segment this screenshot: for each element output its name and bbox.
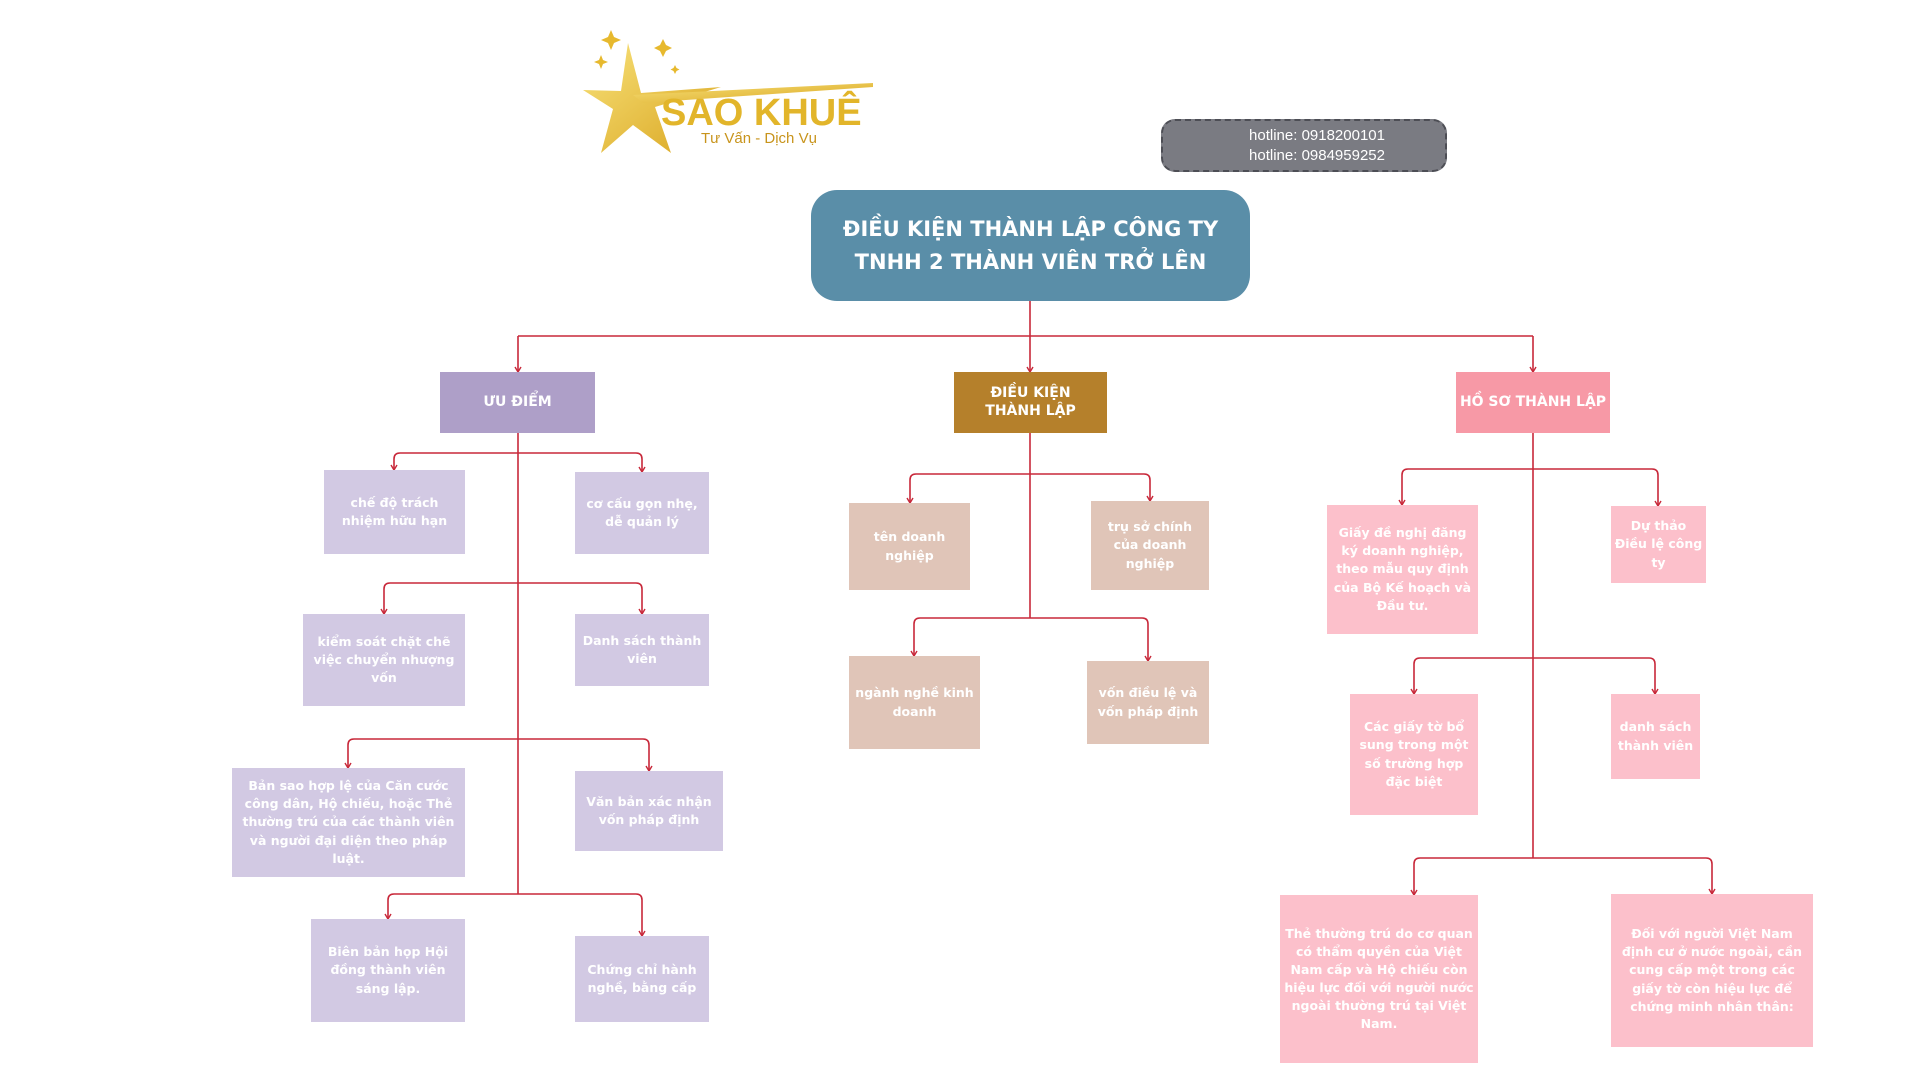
uu-diem-item: cơ cấu gọn nhẹ, dễ quản lý bbox=[575, 472, 709, 554]
dieu-kien-item: vốn điều lệ và vốn pháp định bbox=[1087, 661, 1209, 744]
branch-dieu-kien: ĐIỀU KIỆN THÀNH LẬP bbox=[954, 372, 1107, 433]
connector-branch bbox=[913, 617, 1149, 661]
ho-so-item: Đối với người Việt Nam định cư ở nước ng… bbox=[1611, 894, 1813, 1047]
logo-name: SAO KHUÊ bbox=[661, 90, 862, 134]
connector-branch bbox=[383, 582, 643, 614]
sao-khue-logo: SAO KHUÊ Tư Vấn - Dịch Vụ bbox=[583, 25, 883, 160]
ho-so-item: Giấy đề nghị đăng ký doanh nghiệp, theo … bbox=[1327, 505, 1478, 634]
uu-diem-item: kiểm soát chặt chẽ việc chuyển nhượng vố… bbox=[303, 614, 465, 706]
ho-so-item: danh sách thành viên bbox=[1611, 694, 1700, 779]
uu-diem-item: Chứng chỉ hành nghề, bằng cấp bbox=[575, 936, 709, 1022]
dieu-kien-item: ngành nghề kinh doanh bbox=[849, 656, 980, 749]
dieu-kien-item: trụ sở chính của doanh nghiệp bbox=[1091, 501, 1209, 590]
connector-branch bbox=[1401, 468, 1659, 506]
ho-so-item: Dự thảo Điều lệ công ty bbox=[1611, 506, 1706, 583]
page-title: ĐIỀU KIỆN THÀNH LẬP CÔNG TY TNHH 2 THÀNH… bbox=[811, 190, 1250, 301]
connector-branch bbox=[1413, 857, 1713, 895]
uu-diem-item: Bản sao hợp lệ của Căn cước công dân, Hộ… bbox=[232, 768, 465, 877]
branch-uu-diem: ƯU ĐIỂM bbox=[440, 372, 595, 433]
uu-diem-item: Biên bản họp Hội đồng thành viên sáng lậ… bbox=[311, 919, 465, 1022]
connector-branch bbox=[1413, 657, 1656, 694]
ho-so-item: Thẻ thường trú do cơ quan có thẩm quyền … bbox=[1280, 895, 1478, 1063]
uu-diem-item: Danh sách thành viên bbox=[575, 614, 709, 686]
connector-branch bbox=[909, 473, 1151, 503]
hotline-1: hotline: 0918200101 bbox=[1249, 127, 1385, 144]
branch-ho-so: HỒ SƠ THÀNH LẬP bbox=[1456, 372, 1610, 433]
connector-branch bbox=[387, 893, 643, 936]
connector-branch bbox=[393, 452, 643, 472]
star-logo-icon: SAO KHUÊ Tư Vấn - Dịch Vụ bbox=[583, 30, 873, 153]
dieu-kien-item: tên doanh nghiệp bbox=[849, 503, 970, 590]
uu-diem-item: Văn bản xác nhận vốn pháp định bbox=[575, 771, 723, 851]
logo-tagline: Tư Vấn - Dịch Vụ bbox=[701, 130, 817, 147]
uu-diem-item: chế độ trách nhiệm hữu hạn bbox=[324, 470, 465, 554]
ho-so-item: Các giấy tờ bổ sung trong một số trường … bbox=[1350, 694, 1478, 815]
hotline-box: hotline: 0918200101 hotline: 0984959252 bbox=[1161, 119, 1447, 172]
hotline-2: hotline: 0984959252 bbox=[1249, 147, 1385, 164]
connector-branch bbox=[347, 738, 650, 771]
